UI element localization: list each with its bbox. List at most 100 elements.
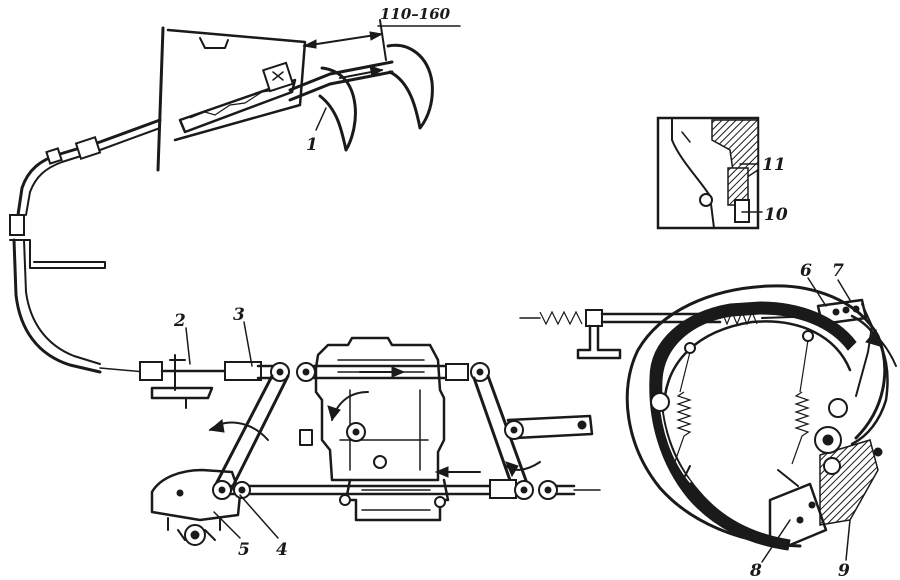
- lower-rod-arrow: [434, 466, 449, 478]
- cable-bracket: [9, 239, 106, 269]
- rear-cable-to-lever: [761, 315, 823, 319]
- upper-rod-body: [312, 364, 447, 380]
- leader-9: [845, 519, 851, 561]
- gearbox-housing: [299, 336, 450, 522]
- lever-housing: [166, 28, 307, 142]
- callout-1: 1: [306, 135, 318, 155]
- callout-6: 6: [800, 261, 812, 281]
- relay-bracket-bolt: [176, 489, 184, 497]
- housing-notch: [199, 37, 229, 49]
- lever-hole-2: [842, 306, 850, 314]
- callout-10: 10: [764, 205, 788, 225]
- callout-2: 2: [173, 311, 186, 331]
- pivot-4-pin: [218, 486, 226, 494]
- upper-rod-pivot-left-pin: [302, 368, 310, 376]
- lever-7-rotation-arrow: [865, 328, 881, 347]
- leader-7: [837, 279, 851, 301]
- lever-7-rotation-arc: [869, 329, 897, 367]
- spring-anchor-right: [802, 330, 814, 342]
- dimension-label: 110–160: [380, 5, 451, 23]
- rear-cable-boot: [539, 310, 583, 326]
- rear-cable-boot-2: [721, 310, 758, 326]
- shoe-hold-down-right: [828, 398, 848, 418]
- clevis-5-pin: [190, 530, 200, 540]
- inset-pin: [699, 193, 713, 207]
- upper-rod-clevis: [445, 363, 469, 381]
- upper-rod-arrow: [391, 366, 406, 378]
- drum-brake-assembly: [625, 284, 897, 551]
- gearbox-bolt-1: [373, 455, 387, 469]
- relay-bracket-studs: [167, 517, 221, 531]
- detail-inset: [656, 116, 763, 230]
- gearbox-ribs: [337, 359, 429, 471]
- brake-shoe-lining: [649, 301, 857, 551]
- rear-cable-sheath: [600, 312, 722, 324]
- cable-bracket-clip: [9, 214, 25, 236]
- tension-rod-end-3: [224, 361, 262, 381]
- gearbox-side-bolt: [299, 429, 313, 446]
- right-lever-pivot-pin: [510, 426, 518, 434]
- lower-rod-pivot-right-pin: [544, 486, 552, 494]
- toe-bolt: [873, 447, 883, 457]
- pull-arrow-head: [369, 65, 384, 77]
- lever-rod-lower: [288, 70, 394, 102]
- shoe-anchor-block: [768, 482, 828, 547]
- inset-arrow-mark: [681, 131, 691, 143]
- drum-inner-arc: [662, 320, 852, 412]
- gearbox-rotation-arrow: [327, 405, 341, 422]
- gearbox-bolt-2: [339, 494, 351, 506]
- relay-bracket-body: [150, 468, 242, 522]
- callout-4: 4: [276, 540, 288, 560]
- pawl-lock: [261, 61, 295, 93]
- adjuster-wheel-hub: [822, 434, 834, 446]
- gearbox-base-lines: [361, 489, 431, 511]
- right-lever-rotation-arrow: [505, 461, 519, 478]
- upper-rod-pivot-right-pin: [476, 368, 484, 376]
- gearbox-shaft-pin: [352, 428, 360, 436]
- cable-sheath-upper: [16, 118, 162, 217]
- shoe-guide-pins: [679, 465, 799, 487]
- leader-5: [213, 511, 241, 539]
- dimension-line: [303, 33, 383, 47]
- leader-2: [185, 327, 191, 365]
- dimension-arrow-right: [369, 31, 384, 41]
- lower-rod-clevis: [489, 479, 517, 499]
- relay-lever-linkage: [208, 362, 290, 500]
- sheath-coupler-1: [74, 136, 102, 160]
- leader-3: [243, 321, 253, 367]
- lever-hole-1: [832, 308, 840, 316]
- cable-bare: [99, 367, 146, 373]
- relay-lever-arm: [212, 374, 290, 494]
- return-spring-right: [791, 339, 810, 465]
- gearbox-bolt-3: [434, 496, 446, 508]
- callout-5: 5: [238, 540, 250, 560]
- parking-lever-6: [816, 298, 868, 326]
- shoe-hold-down-left: [650, 392, 670, 412]
- right-relay-lever: [472, 374, 594, 488]
- lower-rod-end: [554, 484, 576, 496]
- lower-rod-body: [228, 484, 502, 496]
- adjuster-pin: [823, 457, 841, 475]
- ratchet-teeth: [189, 89, 276, 119]
- spring-anchor-left: [684, 342, 696, 354]
- anchor-bolt-1: [796, 516, 804, 524]
- return-spring-left: [671, 351, 692, 471]
- ratchet-slot: [178, 78, 297, 134]
- travel-dimension: 110–160: [302, 5, 461, 61]
- callout-11: 11: [762, 155, 786, 175]
- lower-rod-pivot-mid-pin: [520, 486, 528, 494]
- leader-6: [807, 277, 827, 307]
- adjuster-nut: [139, 361, 163, 381]
- cable-adjuster: [139, 354, 262, 409]
- clevis-5-cotter: [177, 529, 216, 541]
- upper-tie-rod: [296, 362, 490, 382]
- callout-9: 9: [838, 561, 850, 580]
- gearbox-outline: [314, 336, 446, 482]
- relay-rotation-arrow: [208, 419, 225, 433]
- adjuster-bracket-post: [169, 354, 186, 391]
- brake-cable: [9, 118, 162, 374]
- pawl-lock-mark: [272, 71, 284, 81]
- leader-4: [239, 494, 279, 539]
- cable-sheath-upper-inner: [25, 127, 161, 216]
